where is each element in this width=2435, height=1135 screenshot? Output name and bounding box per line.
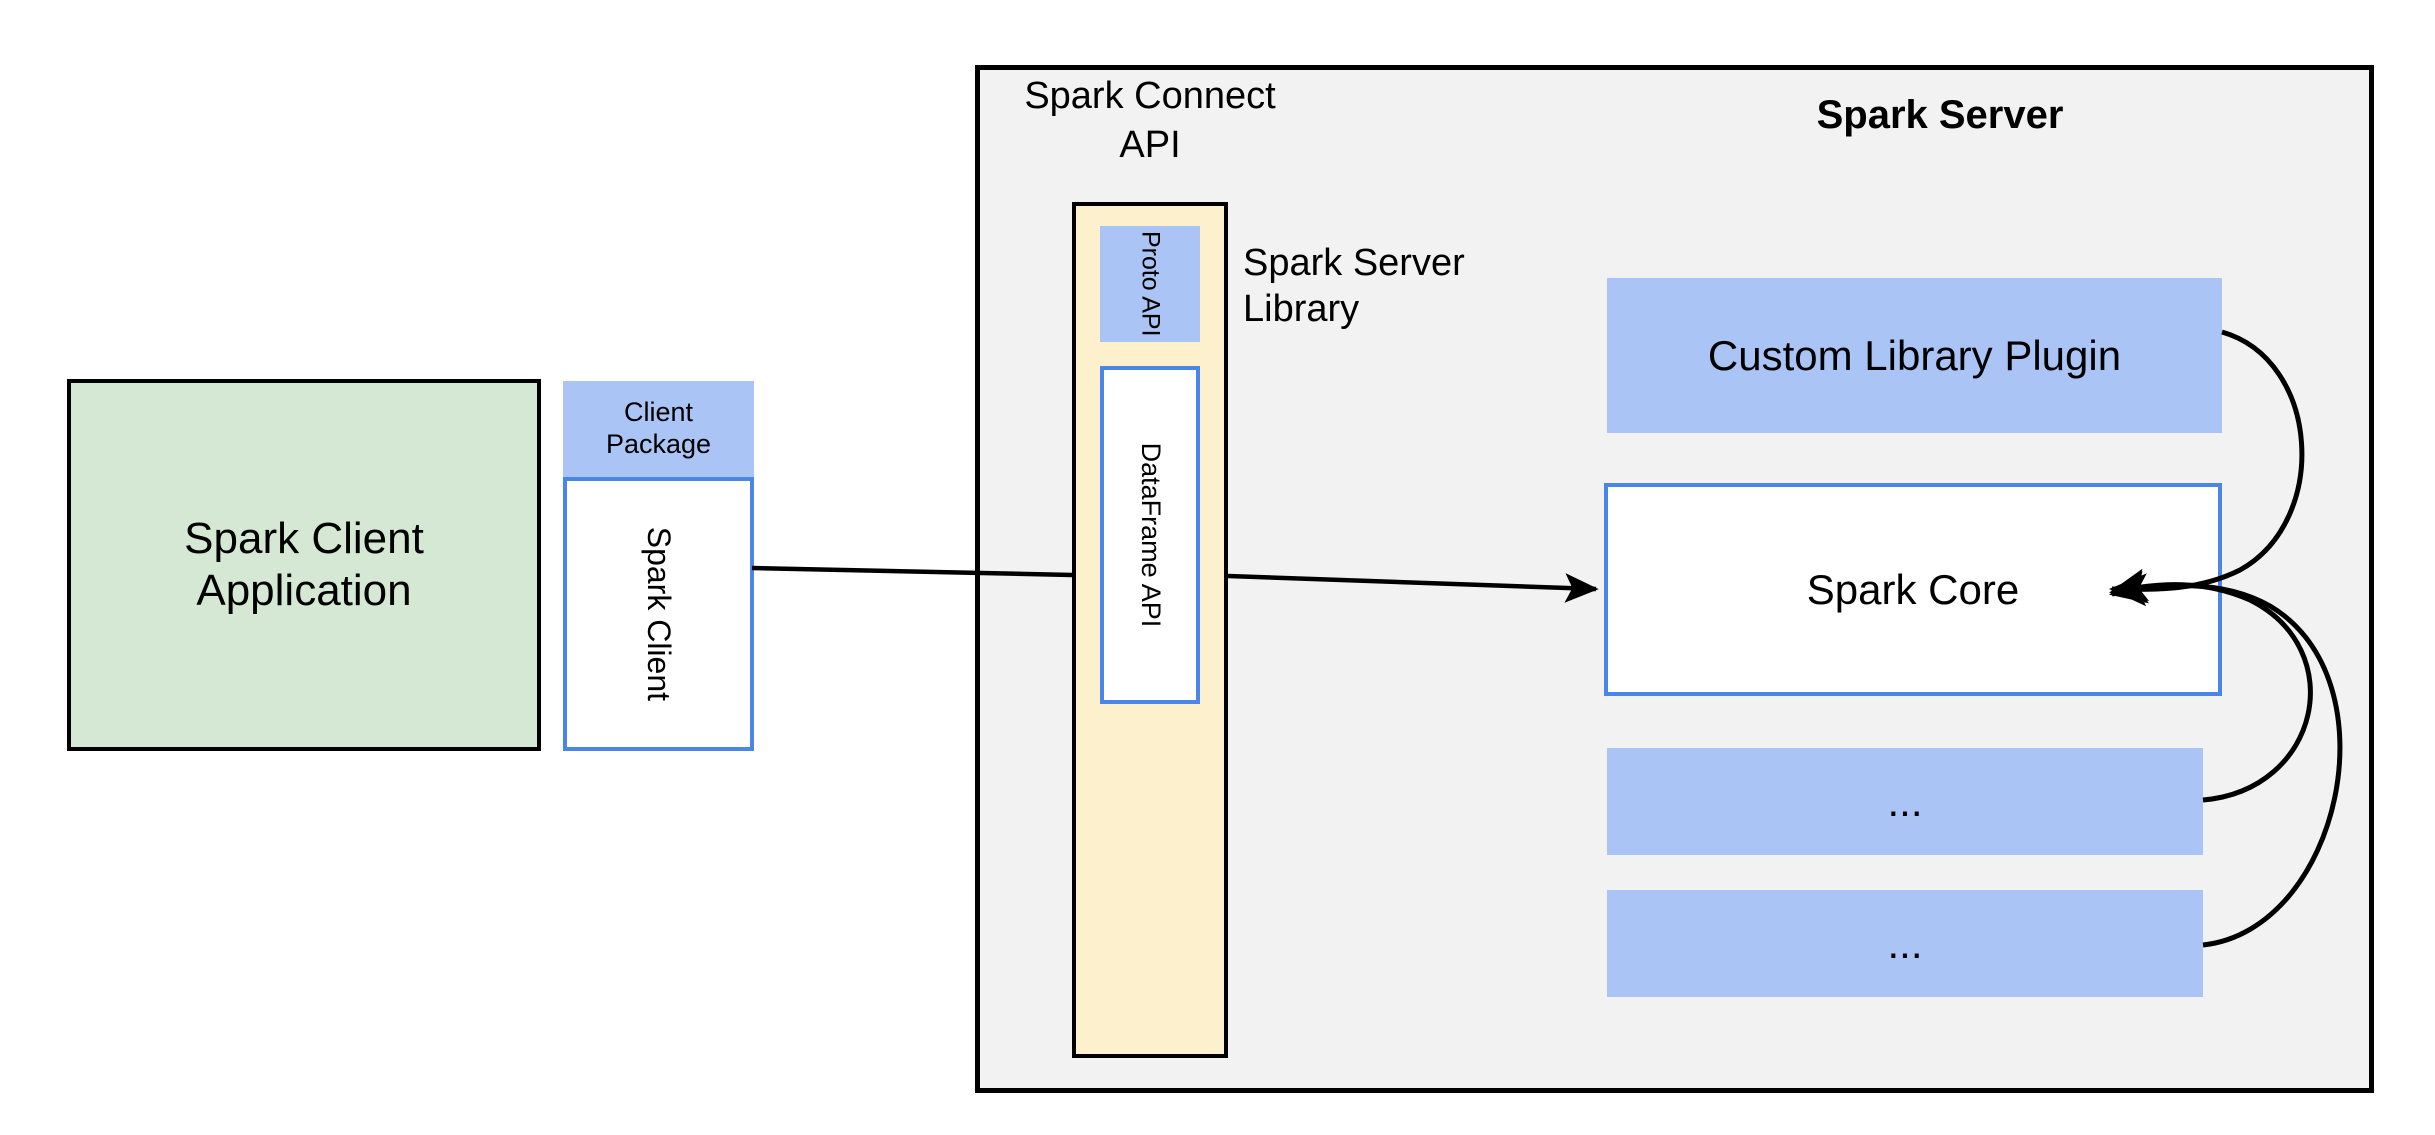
spark-core-box[interactable]: Spark Core <box>1604 483 2222 696</box>
spark-server-title: Spark Server <box>1816 93 2064 137</box>
proto-api-label: Proto API <box>1136 231 1165 337</box>
ellipsis-box-2-label: ... <box>1887 919 1923 967</box>
spark-client-application-box[interactable]: Spark Client Application <box>67 379 541 751</box>
proto-api-box[interactable]: Proto API <box>1100 226 1200 342</box>
custom-library-plugin-box[interactable]: Custom Library Plugin <box>1607 278 2222 433</box>
dataframe-api-label: DataFrame API <box>1135 442 1166 628</box>
spark-connect-api-label: Spark Connect API <box>1024 75 1276 166</box>
client-package-box[interactable]: Client Package <box>563 381 754 477</box>
ellipsis-box-2[interactable]: ... <box>1607 890 2203 997</box>
spark-client-box[interactable]: Spark Client <box>563 477 754 751</box>
spark-core-label: Spark Core <box>1806 565 2020 613</box>
client-package-label: Client Package <box>605 397 712 459</box>
spark-server-library-label: Spark Server Library <box>1243 242 1465 331</box>
spark-client-label: Spark Client <box>641 526 678 702</box>
dataframe-api-box[interactable]: DataFrame API <box>1100 366 1200 704</box>
ellipsis-box-1-label: ... <box>1887 777 1923 825</box>
ellipsis-box-1[interactable]: ... <box>1607 748 2203 855</box>
custom-library-plugin-label: Custom Library Plugin <box>1707 331 2122 379</box>
spark-client-application-label: Spark Client Application <box>184 514 424 615</box>
